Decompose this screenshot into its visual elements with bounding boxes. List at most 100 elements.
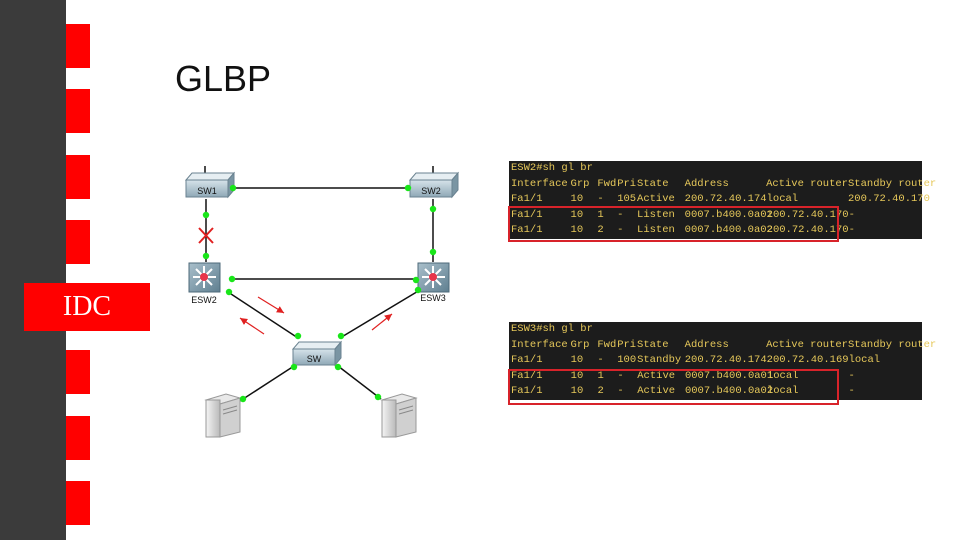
multilayer-switch-esw3-icon: ESW3 [417,262,450,303]
terminal-cell: - [848,369,855,382]
terminal-cell: 0007.b400.0a01 [684,369,774,382]
sidebar-accent-block [66,350,90,394]
terminal-cell: 200.72.40.170 [766,224,849,236]
link-esw3-sw [339,289,421,339]
blocked-link-icon [198,227,214,244]
sidebar-accent-block [66,24,90,68]
terminal-prompt: ESW3#sh gl br [511,323,593,335]
terminal-cell: - [597,354,604,366]
link-sw-server1 [239,365,295,402]
node-label: SW2 [421,186,441,196]
node-label: ESW3 [420,293,446,303]
terminal-cell: Fa1/1 [511,385,543,397]
terminal-cell: 0007.b400.0a02 [684,224,773,236]
node-label: SW1 [197,186,217,196]
terminal-cell: 2 [597,224,604,236]
switch-sw2-icon: SW2 [408,171,460,199]
terminal-cell: 100 [617,354,637,366]
terminal-cell: 0007.b400.0a02 [684,385,774,397]
terminal-cell: local [766,369,799,382]
terminal-cell: 200.72.40.169 [766,354,849,366]
multilayer-switch-esw2-icon: ESW2 [188,262,221,305]
terminal-cell: 1 [597,208,604,221]
terminal-cell: local [766,385,799,397]
terminal-cell: local [848,354,881,366]
terminal-cell: 200.72.40.174 [684,193,767,205]
terminal-cell: Fwd [597,177,617,190]
highlight-box-esw3 [508,369,839,405]
terminal-cell: Grp [570,177,590,190]
terminal-cell: Active router [766,177,848,190]
terminal-cell: Interface [511,338,568,351]
terminal-cell: Standby router [847,177,937,190]
terminal-cell: 10 [570,385,584,397]
terminal-cell: Grp [570,338,590,351]
traffic-arrow-icon [239,317,265,335]
terminal-cell: State [637,338,669,351]
terminal-cell: State [637,177,669,190]
terminal-cell: Fa1/1 [511,369,543,382]
terminal-cell: Listen [637,208,675,221]
terminal-cell: Active [637,193,675,205]
terminal-cell: - [597,193,604,205]
slide-title: GLBP [175,58,272,99]
terminal-cell: - [848,385,855,397]
terminal-cell: Standby router [847,338,937,351]
switch-sw1-icon: SW1 [184,171,236,199]
terminal-cell: 10 [570,369,584,382]
terminal-cell: - [617,369,624,382]
terminal-cell: - [617,208,624,221]
terminal-cell: 105 [617,193,637,205]
link-status-dots [202,184,437,403]
sidebar-accent-block [66,89,90,133]
idc-badge: IDC [24,283,150,331]
terminal-cell: Active [637,369,676,382]
terminal-cell: Standby [637,354,682,366]
terminal-cell: Fa1/1 [511,193,543,205]
terminal-cell: Active router [766,338,848,351]
terminal-cell: 200.72.40.174 [684,354,767,366]
terminal-cell: 2 [597,385,604,397]
node-label: ESW2 [191,295,217,305]
network-topology-diagram: SW1 SW2 ESW2 ESW3 SW [184,166,460,438]
terminal-cell: Address [684,338,729,351]
terminal-cell: - [617,224,624,236]
traffic-arrow-icon [371,313,393,331]
terminal-cell: Pri [617,338,637,351]
terminal-cell: 200.72.40.170 [766,208,849,221]
terminal-cell: 10 [570,354,584,366]
terminal-cell: 200.72.40.170 [847,193,930,205]
sidebar-accent-block [66,416,90,460]
terminal-cell: Fa1/1 [511,208,543,221]
link-sw-server2 [337,365,382,400]
node-label: SW [307,354,322,364]
terminal-cell: 0007.b400.0a01 [684,208,773,221]
terminal-cell: 10 [570,208,584,221]
terminal-cell: Fa1/1 [511,354,543,366]
terminal-cell: 10 [570,224,584,236]
terminal-cell: Address [684,177,729,190]
server-icon [204,393,242,438]
switch-sw-icon: SW [291,340,343,367]
terminal-cell: Pri [617,177,637,190]
terminal-cell: - [617,385,624,397]
link-esw2-sw [227,291,299,339]
sidebar-accent-block [66,220,90,264]
terminal-cell: Active [637,385,676,397]
terminal-cell: Interface [511,177,568,190]
sidebar-accent-block [66,481,90,525]
server-icon [380,393,418,438]
terminal-cell: 10 [570,193,584,205]
sidebar-accent-block [66,155,90,199]
terminal-prompt: ESW2#sh gl br [511,162,593,174]
sidebar [0,0,66,540]
